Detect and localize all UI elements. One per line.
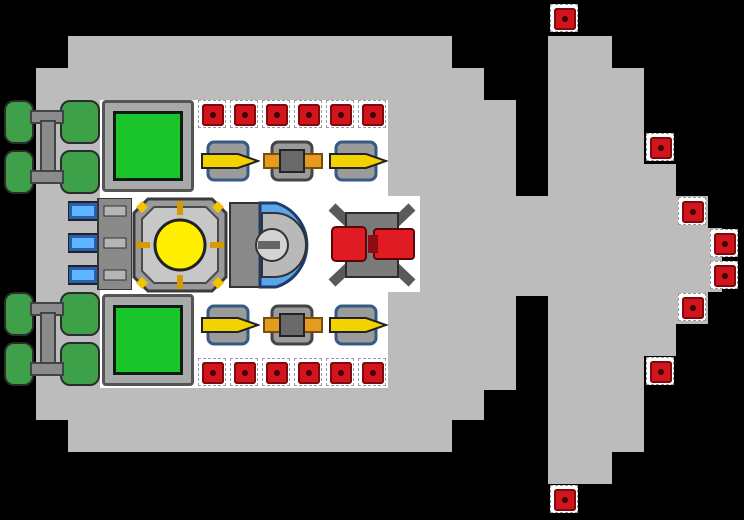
fuel-tank-icon[interactable] <box>4 292 100 388</box>
shield-generator-icon[interactable] <box>228 197 324 293</box>
armor-block-icon[interactable] <box>294 100 322 128</box>
reactor-icon[interactable] <box>132 197 228 293</box>
mass-driver-icon[interactable] <box>262 300 323 350</box>
armor-block-icon[interactable] <box>710 229 738 257</box>
wing-segment <box>612 68 644 452</box>
hull-segment <box>36 68 484 100</box>
laser-turret-icon[interactable] <box>198 136 262 186</box>
laser-turret-icon[interactable] <box>198 300 262 350</box>
armor-block-icon[interactable] <box>358 358 386 386</box>
armor-block-icon[interactable] <box>198 100 226 128</box>
armor-block-icon[interactable] <box>678 197 706 225</box>
armor-block-icon[interactable] <box>262 358 290 386</box>
hull-segment <box>68 420 452 452</box>
mass-driver-icon[interactable] <box>262 136 323 186</box>
armor-block-icon[interactable] <box>262 100 290 128</box>
control-screen-icon[interactable] <box>102 294 194 386</box>
armor-block-icon[interactable] <box>646 133 674 161</box>
armor-block-icon[interactable] <box>230 100 258 128</box>
armor-block-icon[interactable] <box>710 261 738 289</box>
armor-block-icon[interactable] <box>198 358 226 386</box>
armor-block-icon[interactable] <box>230 358 258 386</box>
armor-block-icon[interactable] <box>646 357 674 385</box>
hull-segment <box>36 388 484 420</box>
armor-block-icon[interactable] <box>294 358 322 386</box>
laser-turret-icon[interactable] <box>326 300 390 350</box>
thruster-icon[interactable] <box>67 197 133 291</box>
armor-block-icon[interactable] <box>550 485 578 513</box>
hull-segment <box>68 36 452 68</box>
armor-block-icon[interactable] <box>678 293 706 321</box>
armor-block-icon[interactable] <box>326 358 354 386</box>
armor-block-icon[interactable] <box>358 100 386 128</box>
armor-block-icon[interactable] <box>550 4 578 32</box>
armor-block-icon[interactable] <box>326 100 354 128</box>
laser-turret-icon[interactable] <box>326 136 390 186</box>
control-screen-icon[interactable] <box>102 100 194 192</box>
fuel-tank-icon[interactable] <box>4 100 100 196</box>
heavy-cannon-icon[interactable] <box>324 197 420 293</box>
wing-segment <box>644 164 676 356</box>
wing-segment <box>548 36 612 484</box>
